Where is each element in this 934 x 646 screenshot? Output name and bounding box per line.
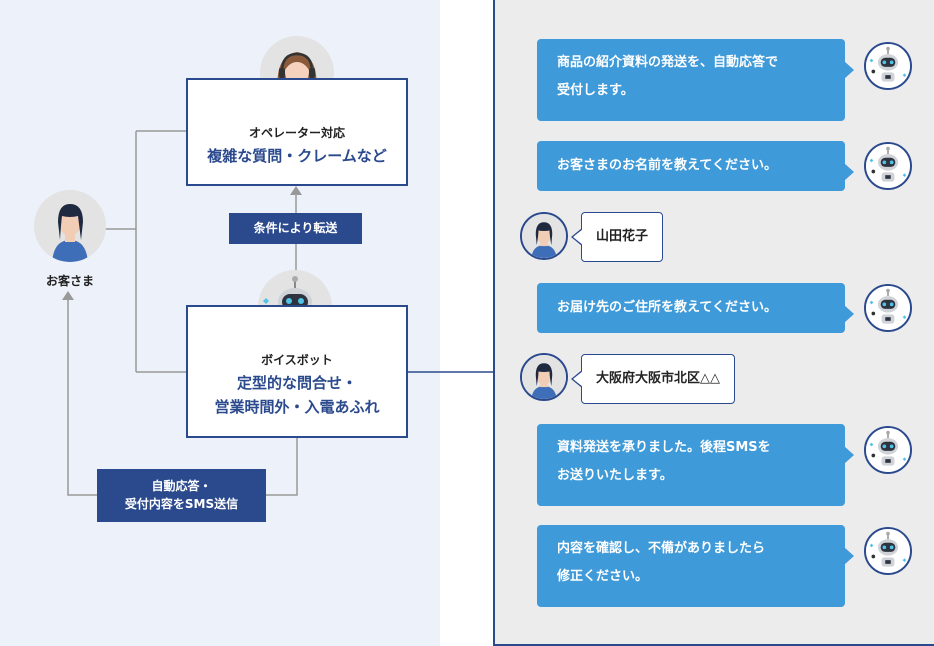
robot-avatar-icon [864, 284, 912, 332]
voicebot-box: ボイスボット 定型的な問合せ・ 営業時間外・入電あふれ [186, 305, 408, 438]
bot-message: 商品の紹介資料の発送を、自動応答で 受付します。 [537, 39, 854, 121]
operator-box: オペレーター対応 複雑な質問・クレームなど [186, 78, 408, 186]
voicebot-sub-line2: 営業時間外・入電あふれ [214, 398, 380, 416]
bot-message: 内容を確認し、不備がありましたら 修正ください。 [537, 525, 854, 607]
user-reply: 山田花子 [570, 212, 664, 262]
voicebot-title: ボイスボット [261, 353, 333, 367]
operator-title: オペレーター対応 [248, 126, 345, 140]
user-reply: 大阪府大阪市北区△△ [571, 354, 735, 404]
robot-avatar-icon [864, 42, 912, 90]
bot-message: お客さまのお名前を教えてください。 [537, 141, 854, 191]
bot-message: お届け先のご住所を教えてください。 [537, 283, 854, 333]
robot-avatar-icon [864, 426, 912, 474]
transfer-label: 条件により転送 [229, 213, 362, 244]
customer-avatar-icon [520, 353, 568, 401]
customer-avatar-icon [34, 190, 106, 262]
auto-reply-line1: 自動応答・ [151, 479, 212, 493]
auto-reply-line2: 受付内容をSMS送信 [124, 497, 239, 511]
customer-label: お客さま [45, 274, 94, 288]
robot-avatar-icon [864, 527, 912, 575]
operator-sub: 複雑な質問・クレームなど [207, 147, 387, 165]
bot-message: 資料発送を承りました。後程SMSを お送りいたします。 [537, 424, 854, 506]
voicebot-sub-line1: 定型的な問合せ・ [236, 374, 357, 392]
customer-avatar-icon [520, 212, 568, 260]
auto-reply-label: 自動応答・ 受付内容をSMS送信 [97, 469, 266, 522]
robot-avatar-icon [864, 142, 912, 190]
